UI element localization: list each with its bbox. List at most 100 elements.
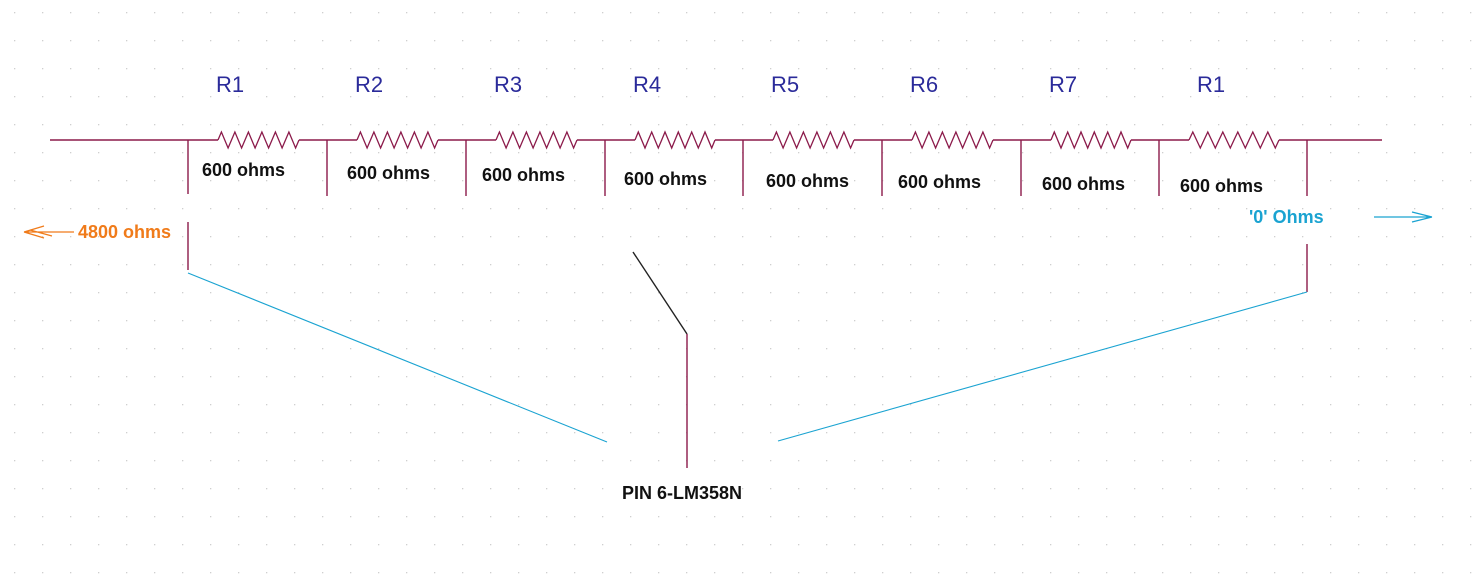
grid-dot bbox=[770, 152, 772, 154]
grid-dot bbox=[686, 208, 688, 210]
grid-dot bbox=[1022, 180, 1024, 182]
grid-dot bbox=[462, 40, 464, 42]
grid-dot bbox=[1414, 348, 1416, 350]
grid-dot bbox=[826, 460, 828, 462]
grid-dot bbox=[322, 376, 324, 378]
grid-dot bbox=[798, 40, 800, 42]
grid-dot bbox=[1386, 432, 1388, 434]
grid-dot bbox=[266, 264, 268, 266]
grid-dot bbox=[42, 124, 44, 126]
grid-dot bbox=[826, 208, 828, 210]
grid-dot bbox=[1414, 544, 1416, 546]
grid-dot bbox=[1246, 40, 1248, 42]
grid-dot bbox=[210, 180, 212, 182]
grid-dot bbox=[154, 180, 156, 182]
grid-dot bbox=[574, 236, 576, 238]
grid-dot bbox=[70, 12, 72, 14]
grid-dot bbox=[1330, 516, 1332, 518]
grid-dot bbox=[322, 264, 324, 266]
grid-dot bbox=[1218, 348, 1220, 350]
grid-dot bbox=[658, 292, 660, 294]
grid-dot bbox=[602, 68, 604, 70]
grid-dot bbox=[1078, 516, 1080, 518]
grid-dot bbox=[1442, 40, 1444, 42]
grid-dot bbox=[938, 404, 940, 406]
grid-dot bbox=[1078, 96, 1080, 98]
grid-dot bbox=[602, 180, 604, 182]
grid-dot bbox=[1442, 208, 1444, 210]
grid-dot bbox=[126, 544, 128, 546]
grid-dot bbox=[966, 12, 968, 14]
grid-dot bbox=[1246, 236, 1248, 238]
grid-dot bbox=[658, 348, 660, 350]
grid-dot bbox=[350, 572, 352, 574]
grid-dot bbox=[98, 68, 100, 70]
grid-dot bbox=[98, 12, 100, 14]
grid-dot bbox=[70, 292, 72, 294]
grid-dot bbox=[1358, 460, 1360, 462]
grid-dot bbox=[42, 292, 44, 294]
grid-dot bbox=[546, 376, 548, 378]
grid-dot bbox=[154, 348, 156, 350]
grid-dot bbox=[154, 404, 156, 406]
grid-dot bbox=[714, 292, 716, 294]
grid-dot bbox=[714, 488, 716, 490]
grid-dot bbox=[770, 376, 772, 378]
grid-dot bbox=[182, 544, 184, 546]
grid-dot bbox=[406, 68, 408, 70]
grid-dot bbox=[154, 292, 156, 294]
grid-dot bbox=[546, 180, 548, 182]
grid-dot bbox=[798, 208, 800, 210]
grid-dot bbox=[1106, 432, 1108, 434]
grid-dot bbox=[1302, 264, 1304, 266]
grid-dot bbox=[1106, 320, 1108, 322]
grid-dot bbox=[742, 96, 744, 98]
grid-dot bbox=[518, 572, 520, 574]
grid-dot bbox=[1414, 488, 1416, 490]
grid-dot bbox=[14, 572, 16, 574]
grid-dot bbox=[602, 320, 604, 322]
grid-dot bbox=[1134, 124, 1136, 126]
grid-dot bbox=[770, 12, 772, 14]
grid-dot bbox=[574, 12, 576, 14]
grid-dot bbox=[1106, 516, 1108, 518]
grid-dot bbox=[266, 572, 268, 574]
grid-dot bbox=[1022, 236, 1024, 238]
grid-dot bbox=[910, 124, 912, 126]
grid-dot bbox=[462, 96, 464, 98]
grid-dot bbox=[966, 68, 968, 70]
grid-dot bbox=[546, 404, 548, 406]
wiper-arm bbox=[632, 251, 688, 335]
grid-dot bbox=[1386, 488, 1388, 490]
grid-dot bbox=[378, 460, 380, 462]
grid-dot bbox=[910, 208, 912, 210]
grid-dot bbox=[210, 236, 212, 238]
grid-dot bbox=[938, 264, 940, 266]
grid-dot bbox=[378, 376, 380, 378]
grid-dot bbox=[546, 152, 548, 154]
grid-dot bbox=[882, 264, 884, 266]
grid-dot bbox=[1274, 516, 1276, 518]
grid-dot bbox=[938, 320, 940, 322]
grid-dot bbox=[686, 96, 688, 98]
grid-dot bbox=[1414, 432, 1416, 434]
grid-dot bbox=[1302, 236, 1304, 238]
grid-dot bbox=[70, 208, 72, 210]
grid-dot bbox=[98, 432, 100, 434]
grid-dot bbox=[1358, 348, 1360, 350]
grid-dot bbox=[826, 572, 828, 574]
grid-dot bbox=[1330, 348, 1332, 350]
grid-dot bbox=[70, 180, 72, 182]
grid-dot bbox=[1302, 320, 1304, 322]
grid-dot bbox=[182, 516, 184, 518]
grid-dot bbox=[1190, 12, 1192, 14]
grid-dot bbox=[1106, 236, 1108, 238]
grid-dot bbox=[518, 488, 520, 490]
grid-dot bbox=[462, 572, 464, 574]
grid-dot bbox=[1162, 544, 1164, 546]
grid-dot bbox=[938, 124, 940, 126]
grid-dot bbox=[490, 348, 492, 350]
grid-dot bbox=[1358, 432, 1360, 434]
grid-dot bbox=[42, 12, 44, 14]
